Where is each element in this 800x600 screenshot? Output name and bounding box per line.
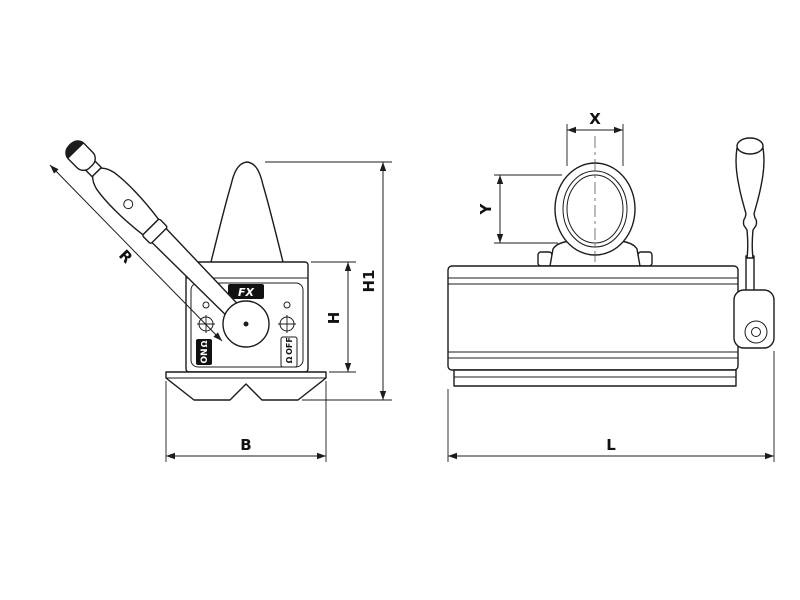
- magnet-symbol-on: Ω: [200, 340, 209, 347]
- dim-B: B: [165, 381, 327, 462]
- dim-label-B: B: [240, 436, 251, 454]
- side-handle-grip: [735, 147, 765, 259]
- on-badge: ON Ω: [196, 339, 212, 365]
- fx-logo-text: FX: [238, 286, 255, 299]
- dim-label-L: L: [606, 436, 616, 454]
- top-lug: [209, 161, 285, 267]
- dim-label-H: H: [325, 312, 343, 325]
- dim-label-H1: H1: [360, 270, 378, 293]
- handle-grip: [92, 167, 160, 236]
- side-handle-shaft: [745, 255, 755, 293]
- dim-H: H: [311, 261, 356, 373]
- bolt-right: [278, 301, 296, 333]
- off-badge: Ω OFF: [280, 336, 298, 368]
- handle-housing: [733, 289, 775, 349]
- dim-R: R: [49, 164, 223, 342]
- dim-label-X: X: [589, 110, 601, 128]
- pivot-disc: [222, 300, 270, 348]
- dim-label-Y: Y: [477, 202, 495, 215]
- operating-handle: [65, 140, 242, 319]
- dim-X: X: [566, 110, 624, 166]
- pole-plate: [453, 369, 737, 387]
- v-groove-base: [165, 371, 327, 401]
- off-badge-label: OFF: [285, 337, 294, 355]
- front-view: FX ON Ω Ω OFF: [49, 140, 392, 462]
- magnet-symbol-off: Ω: [285, 356, 294, 363]
- dim-L: L: [447, 351, 775, 462]
- side-handle-knob-cap: [736, 137, 764, 155]
- dim-label-R: R: [115, 246, 136, 267]
- handle-knob-tip: [66, 141, 84, 159]
- side-handle: [733, 137, 775, 349]
- side-view: X Y L: [447, 110, 775, 462]
- dim-H1: H1: [265, 161, 392, 401]
- fx-logo: FX: [228, 284, 264, 299]
- magnet-body-side: [447, 265, 739, 371]
- dim-Y: Y: [477, 174, 562, 244]
- on-badge-label: ON: [200, 348, 210, 363]
